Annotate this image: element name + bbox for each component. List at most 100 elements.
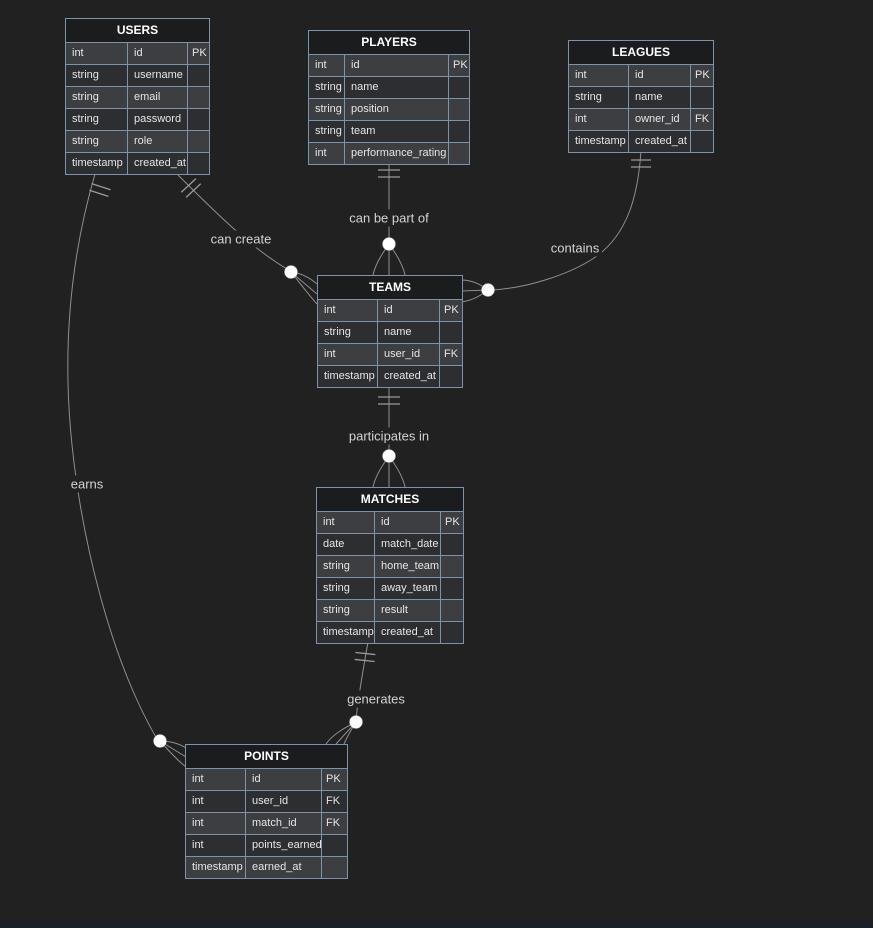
one-and-only-one-marker bbox=[631, 159, 651, 168]
attr-name-cell: created_at bbox=[128, 153, 188, 174]
attr-name-cell: password bbox=[128, 109, 188, 130]
attr-type-cell: string bbox=[309, 99, 345, 120]
attr-name-cell: match_id bbox=[246, 813, 322, 834]
attr-name-cell: role bbox=[128, 131, 188, 152]
attr-name-cell: id bbox=[128, 43, 188, 64]
relationship-label-can-be-part-of: can be part of bbox=[346, 209, 432, 227]
one-and-only-one-marker bbox=[378, 396, 400, 405]
attr-key-cell: FK bbox=[326, 817, 341, 829]
attr-name-cell: home_team bbox=[375, 556, 441, 577]
one-and-only-one-marker bbox=[89, 182, 111, 198]
attr-name-cell: earned_at bbox=[246, 857, 322, 878]
attr-name-cell: id bbox=[345, 55, 449, 76]
attr-key-cell: PK bbox=[444, 304, 459, 316]
attr-key-cell bbox=[188, 87, 209, 108]
zero-or-more-marker bbox=[382, 237, 396, 251]
attr-type-cell: timestamp bbox=[317, 622, 375, 643]
attr-type-cell: string bbox=[318, 322, 378, 343]
attr-name-cell: name bbox=[629, 87, 691, 108]
attr-key-cell: PK bbox=[445, 516, 460, 528]
zero-or-more-marker bbox=[153, 734, 167, 748]
attr-key-cell bbox=[449, 121, 469, 142]
relationship-label-can-create: can create bbox=[207, 230, 275, 248]
one-and-only-one-marker bbox=[354, 651, 376, 663]
one-and-only-one-marker bbox=[180, 178, 202, 198]
attr-key-cell bbox=[441, 622, 463, 643]
attr-name-cell: id bbox=[246, 769, 322, 790]
attr-type-cell: int bbox=[309, 55, 345, 76]
attr-type-cell: int bbox=[186, 791, 246, 812]
attr-key-cell bbox=[441, 578, 463, 599]
attr-key-cell bbox=[188, 65, 209, 86]
attr-name-cell: performance_rating bbox=[345, 143, 449, 164]
attr-name-cell: match_date bbox=[375, 534, 441, 555]
attr-type-cell: timestamp bbox=[569, 131, 629, 152]
attr-key-cell bbox=[188, 131, 209, 152]
attr-name-cell: position bbox=[345, 99, 449, 120]
relationship-label-participates-in: participates in bbox=[345, 427, 433, 445]
attr-name-cell: name bbox=[345, 77, 449, 98]
attr-type-cell: timestamp bbox=[186, 857, 246, 878]
attr-key-cell: PK bbox=[192, 47, 207, 59]
attr-name-cell: created_at bbox=[378, 366, 440, 387]
attr-key-cell bbox=[322, 835, 347, 856]
crow-foot-marker bbox=[325, 721, 357, 745]
attr-type-cell: string bbox=[569, 87, 629, 108]
attr-name-cell: id bbox=[378, 300, 440, 321]
attr-type-cell: string bbox=[309, 77, 345, 98]
attr-name-cell: away_team bbox=[375, 578, 441, 599]
attr-key-cell bbox=[188, 109, 209, 130]
crow-foot-marker bbox=[460, 279, 489, 303]
attr-name-cell: username bbox=[128, 65, 188, 86]
attr-name-cell: user_id bbox=[246, 791, 322, 812]
attr-key-cell: FK bbox=[695, 113, 710, 125]
attr-name-cell: user_id bbox=[378, 344, 440, 365]
attr-type-cell: timestamp bbox=[318, 366, 378, 387]
attr-type-cell: string bbox=[317, 556, 375, 577]
entity-title: PLAYERS bbox=[309, 31, 469, 55]
relationship-label-contains: contains bbox=[547, 239, 603, 257]
attr-name-cell: name bbox=[378, 322, 440, 343]
attr-name-cell: owner_id bbox=[629, 109, 691, 130]
attr-type-cell: string bbox=[317, 600, 375, 621]
entity-title: POINTS bbox=[186, 745, 347, 769]
attr-key-cell: PK bbox=[453, 59, 468, 71]
entity-title: LEAGUES bbox=[569, 41, 713, 65]
attr-type-cell: int bbox=[309, 143, 345, 164]
relationship-label-earns: earns bbox=[67, 475, 107, 493]
attr-type-cell: int bbox=[186, 835, 246, 856]
attr-name-cell: email bbox=[128, 87, 188, 108]
attr-type-cell: string bbox=[66, 109, 128, 130]
attr-key-cell: PK bbox=[326, 773, 341, 785]
